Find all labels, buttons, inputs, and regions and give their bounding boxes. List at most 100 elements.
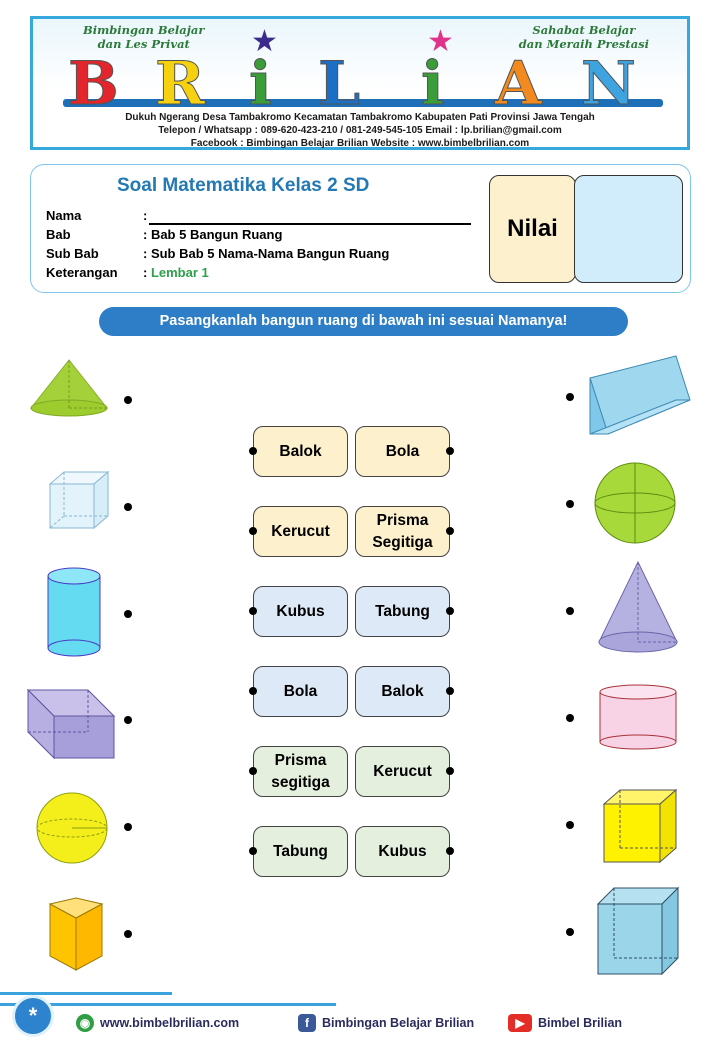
triangular-prism-icon xyxy=(48,897,104,971)
footer-divider xyxy=(0,992,172,995)
logo-letter: N xyxy=(581,49,637,119)
logo-letter: A xyxy=(495,49,543,119)
card-dot[interactable] xyxy=(249,447,257,455)
cuboid-icon xyxy=(26,688,116,760)
cube-icon xyxy=(48,470,110,530)
nilai-label: Nilai xyxy=(489,175,576,283)
cone-icon xyxy=(598,560,678,653)
answer-card-right[interactable]: Balok xyxy=(355,666,450,717)
sphere-icon xyxy=(594,462,676,544)
answer-card-right[interactable]: Kubus xyxy=(355,826,450,877)
answer-card-right[interactable]: Bola xyxy=(355,426,450,477)
footer-badge: * xyxy=(12,995,54,1037)
info-value: : xyxy=(143,265,151,280)
card-dot[interactable] xyxy=(249,767,257,775)
website-text: www.bimbelbrilian.com xyxy=(100,1016,240,1030)
info-row-keterangan: Keterangan: Lembar 1 xyxy=(46,263,209,282)
sheet-number: Lembar 1 xyxy=(150,265,209,280)
card-label: Kerucut xyxy=(373,762,432,780)
card-dot[interactable] xyxy=(249,607,257,615)
card-label: Bola xyxy=(385,442,420,460)
card-label: Kubus xyxy=(276,602,325,620)
address-text: Dukuh Ngerang Desa Tambakromo Kecamatan … xyxy=(125,112,595,123)
footer-youtube[interactable]: ▶ Bimbel Brilian xyxy=(508,1014,622,1032)
youtube-text: Bimbel Brilian xyxy=(538,1016,623,1030)
match-dot[interactable] xyxy=(124,503,132,511)
tagline-right-line1: Sahabat Belajar xyxy=(532,23,636,37)
card-label: Tabung xyxy=(273,842,328,860)
card-dot[interactable] xyxy=(446,447,454,455)
logo-letter: i xyxy=(249,49,273,119)
footer-divider xyxy=(0,1003,336,1006)
match-dot[interactable] xyxy=(566,607,574,615)
match-dot[interactable] xyxy=(566,821,574,829)
nilai-score-box[interactable] xyxy=(574,175,683,283)
brilian-logo: B R i L i A N xyxy=(63,49,663,119)
sphere-icon xyxy=(36,792,108,864)
answer-card-left[interactable]: Tabung xyxy=(253,826,348,877)
info-row-nama: Nama: xyxy=(46,206,147,225)
cylinder-icon xyxy=(47,567,101,657)
match-dot[interactable] xyxy=(566,500,574,508)
logo-letter: i xyxy=(421,49,445,119)
name-answer-line[interactable] xyxy=(149,223,471,225)
match-dot[interactable] xyxy=(124,930,132,938)
answer-card-left[interactable]: Bola xyxy=(253,666,348,717)
answer-card-right[interactable]: Kerucut xyxy=(355,746,450,797)
card-label: Prisma segitiga xyxy=(271,751,330,791)
footer-website[interactable]: ◉ www.bimbelbrilian.com xyxy=(76,1014,239,1032)
card-dot[interactable] xyxy=(249,527,257,535)
facebook-icon: f xyxy=(298,1014,316,1032)
card-label: Kubus xyxy=(378,842,427,860)
star-icon: ★ xyxy=(251,25,278,58)
card-dot[interactable] xyxy=(249,847,257,855)
star-icon: ★ xyxy=(427,25,454,58)
card-label: Kerucut xyxy=(271,522,330,540)
info-value: : Sub Bab 5 Nama-Nama Bangun Ruang xyxy=(143,246,390,261)
match-dot[interactable] xyxy=(566,393,574,401)
tagline-right-line2: dan Meraih Prestasi xyxy=(518,37,649,51)
answer-card-left[interactable]: Prisma segitiga xyxy=(253,746,348,797)
card-label: Balok xyxy=(279,442,322,460)
card-label: Prisma Segitiga xyxy=(372,511,433,551)
triangular-prism-icon xyxy=(589,355,691,435)
card-label: Bola xyxy=(283,682,318,700)
match-dot[interactable] xyxy=(566,928,574,936)
cuboid-icon xyxy=(596,886,680,976)
footer: * ◉ www.bimbelbrilian.com f Bimbingan Be… xyxy=(0,992,720,1040)
logo-letter: L xyxy=(317,49,361,119)
info-label: Nama xyxy=(46,208,82,223)
match-dot[interactable] xyxy=(124,396,132,404)
match-dot[interactable] xyxy=(124,823,132,831)
info-label: Sub Bab xyxy=(46,246,99,261)
logo-letter: R xyxy=(155,49,206,119)
globe-icon: ◉ xyxy=(76,1014,94,1032)
card-dot[interactable] xyxy=(249,687,257,695)
card-dot[interactable] xyxy=(446,607,454,615)
footer-facebook[interactable]: f Bimbingan Belajar Brilian xyxy=(298,1014,474,1032)
match-dot[interactable] xyxy=(124,716,132,724)
info-value: : xyxy=(143,208,148,223)
card-dot[interactable] xyxy=(446,847,454,855)
card-dot[interactable] xyxy=(446,687,454,695)
card-label: Balok xyxy=(381,682,424,700)
match-dot[interactable] xyxy=(124,610,132,618)
logo-underline xyxy=(63,99,663,107)
info-value: : Bab 5 Bangun Ruang xyxy=(143,227,283,242)
card-label: Tabung xyxy=(375,602,430,620)
card-dot[interactable] xyxy=(446,527,454,535)
answer-card-left[interactable]: Balok xyxy=(253,426,348,477)
answer-card-left[interactable]: Kubus xyxy=(253,586,348,637)
card-dot[interactable] xyxy=(446,767,454,775)
info-row-subbab: Sub Bab : Sub Bab 5 Nama-Nama Bangun Ruan… xyxy=(46,244,389,263)
match-dot[interactable] xyxy=(566,714,574,722)
answer-card-left[interactable]: Kerucut xyxy=(253,506,348,557)
instruction-banner: Pasangkanlah bangun ruang di bawah ini s… xyxy=(99,307,628,336)
tagline-left-line1: Bimbingan Belajar xyxy=(83,23,205,37)
youtube-icon: ▶ xyxy=(508,1014,532,1032)
answer-card-right[interactable]: Tabung xyxy=(355,586,450,637)
info-row-bab: Bab: Bab 5 Bangun Ruang xyxy=(46,225,282,244)
answer-card-right[interactable]: Prisma Segitiga xyxy=(355,506,450,557)
contact-text: Telepon / Whatsapp : 089-620-423-210 / 0… xyxy=(158,125,562,136)
tagline-left: Bimbingan Belajar dan Les Privat xyxy=(83,23,204,51)
